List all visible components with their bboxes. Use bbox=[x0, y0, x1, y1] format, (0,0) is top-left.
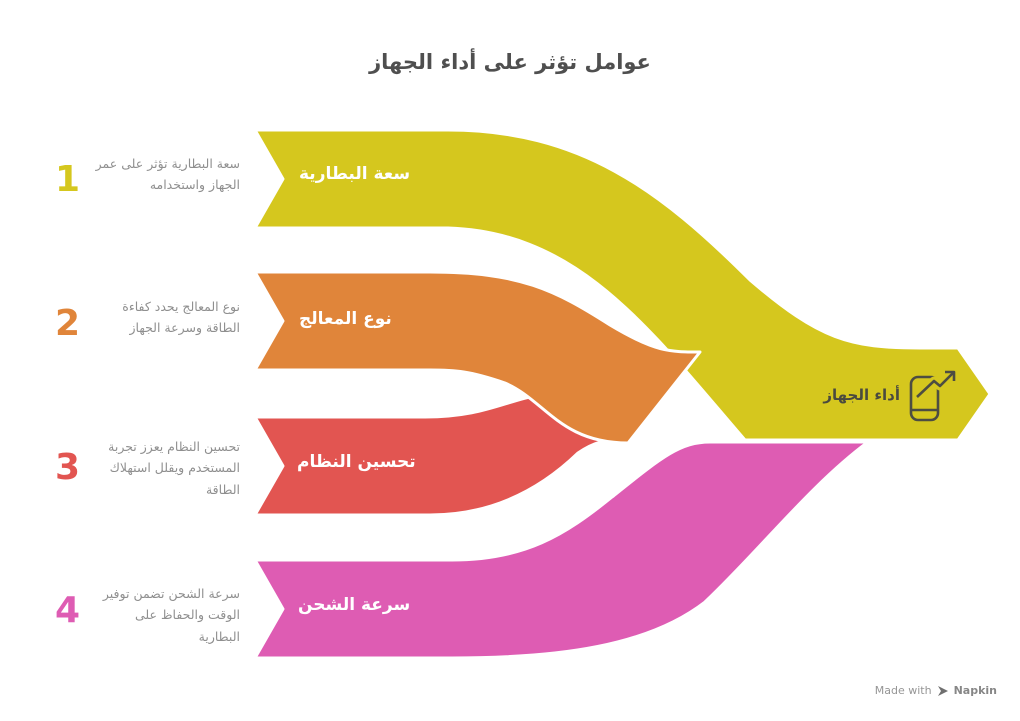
factor-number-4: 4 bbox=[55, 590, 81, 631]
page-title: عوامل تؤثر على أداء الجهاز bbox=[369, 50, 651, 74]
factor-description-1: سعة البطارية تؤثر على عمر الجهاز واستخدا… bbox=[95, 156, 240, 193]
factor-number-2: 2 bbox=[55, 303, 81, 344]
band-battery-capacity-output-arrow bbox=[253, 128, 992, 442]
band-label-system-optimization: تحسين النظام bbox=[297, 452, 416, 472]
factor-number-1: 1 bbox=[55, 159, 81, 200]
factor-description-2: نوع المعالج يحدد كفاءة الطاقة وسرعة الجه… bbox=[122, 299, 240, 336]
band-label-battery-capacity: سعة البطارية bbox=[299, 164, 411, 184]
watermark-brand: Napkin bbox=[953, 684, 997, 697]
phone-trending-up-icon bbox=[909, 369, 957, 422]
output-label: أداء الجهاز bbox=[823, 386, 900, 404]
factor-number-3: 3 bbox=[55, 447, 81, 488]
napkin-logo-icon bbox=[937, 685, 948, 696]
factor-description-3: تحسين النظام يعزز تجربة المستخدم ويقلل ا… bbox=[108, 439, 240, 497]
band-charging-speed bbox=[253, 440, 870, 660]
factor-description-4: سرعة الشحن تضمن توفير الوقت والحفاظ على … bbox=[102, 586, 240, 644]
watermark: Made with Napkin bbox=[875, 684, 997, 697]
watermark-made-with: Made with bbox=[874, 684, 932, 697]
band-label-processor-type: نوع المعالج bbox=[299, 309, 392, 329]
band-label-charging-speed: سرعة الشحن bbox=[298, 595, 411, 615]
band-processor-type bbox=[253, 270, 702, 445]
